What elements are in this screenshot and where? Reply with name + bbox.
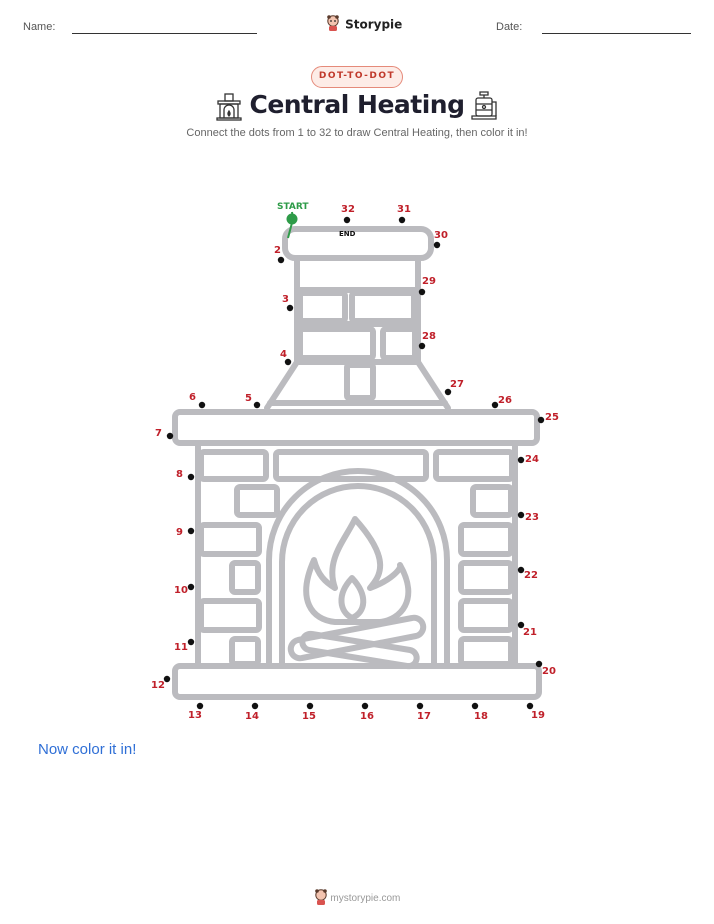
dot-13[interactable] (196, 702, 204, 710)
dot-label-32: 32 (341, 204, 355, 215)
dot-30[interactable] (433, 241, 441, 249)
dot-label-5: 5 (245, 393, 252, 404)
dot-label-2: 2 (274, 245, 281, 256)
page-title: Central Heating (249, 90, 466, 119)
footer-url: mystorypie.com (330, 893, 401, 904)
dot-label-19: 19 (531, 710, 545, 721)
dot-label-12: 12 (151, 680, 165, 691)
dot-label-3: 3 (282, 294, 289, 305)
start-label: START (277, 202, 309, 212)
dot-18[interactable] (471, 702, 479, 710)
dot-21[interactable] (517, 621, 525, 629)
dot-25[interactable] (537, 416, 545, 424)
dot-5[interactable] (253, 401, 261, 409)
dot-28[interactable] (418, 342, 426, 350)
dot-14[interactable] (251, 702, 259, 710)
dot-label-18: 18 (474, 711, 488, 722)
name-label: Name: (23, 21, 56, 33)
dot-label-27: 27 (450, 379, 464, 390)
dot-label-6: 6 (189, 392, 196, 403)
dot-24[interactable] (517, 456, 525, 464)
dot-label-9: 9 (176, 527, 183, 538)
dot-12[interactable] (163, 675, 171, 683)
dot-label-14: 14 (245, 711, 259, 722)
dot-31[interactable] (398, 216, 406, 224)
color-it-prompt: Now color it in! (38, 741, 137, 758)
dot-9[interactable] (187, 527, 195, 535)
boiler-icon-right (470, 90, 498, 126)
dot-20[interactable] (535, 660, 543, 668)
dot-label-17: 17 (417, 711, 431, 722)
end-label: END (339, 230, 356, 238)
date-line[interactable] (542, 33, 691, 34)
dot-16[interactable] (361, 702, 369, 710)
brand-logo: Storypie (326, 14, 402, 32)
dot-label-13: 13 (188, 710, 202, 721)
dot-label-20: 20 (542, 666, 556, 677)
dot-1[interactable] (286, 213, 298, 225)
fireplace-icon-left (216, 93, 242, 125)
dot-2[interactable] (277, 256, 285, 264)
dot-3[interactable] (286, 304, 294, 312)
storypie-mascot-icon (326, 14, 340, 35)
dot-10[interactable] (187, 583, 195, 591)
dot-11[interactable] (187, 638, 195, 646)
dot-4[interactable] (284, 358, 292, 366)
fireplace-outline (172, 226, 542, 700)
name-line[interactable] (72, 33, 257, 34)
date-label: Date: (496, 21, 523, 33)
dot-23[interactable] (517, 511, 525, 519)
dot-6[interactable] (198, 401, 206, 409)
dot-label-21: 21 (523, 627, 537, 638)
brand-name: Storypie (345, 17, 403, 32)
dot-label-15: 15 (302, 711, 316, 722)
dot-7[interactable] (166, 432, 174, 440)
dot-label-7: 7 (155, 428, 162, 439)
dot-label-8: 8 (176, 469, 183, 480)
dot-label-24: 24 (525, 454, 539, 465)
dot-label-22: 22 (524, 570, 538, 581)
dot-29[interactable] (418, 288, 426, 296)
dot-label-23: 23 (525, 512, 539, 523)
dot-label-11: 11 (174, 642, 188, 653)
dot-label-26: 26 (498, 395, 512, 406)
storypie-footer-icon (314, 889, 328, 908)
instructions-text: Connect the dots from 1 to 32 to draw Ce… (186, 127, 528, 139)
dot-label-16: 16 (360, 711, 374, 722)
dot-15[interactable] (306, 702, 314, 710)
dot-to-dot-badge: DOT-TO-DOT (311, 66, 403, 88)
dot-label-29: 29 (422, 276, 436, 287)
dot-label-4: 4 (280, 349, 287, 360)
dot-label-30: 30 (434, 230, 448, 241)
dot-27[interactable] (444, 388, 452, 396)
dot-label-25: 25 (545, 412, 559, 423)
dot-8[interactable] (187, 473, 195, 481)
dot-label-10: 10 (174, 585, 188, 596)
dot-label-31: 31 (397, 204, 411, 215)
dot-32[interactable] (343, 216, 351, 224)
dot-label-28: 28 (422, 331, 436, 342)
dot-19[interactable] (526, 702, 534, 710)
dot-17[interactable] (416, 702, 424, 710)
dot-26[interactable] (491, 401, 499, 409)
dot-22[interactable] (517, 566, 525, 574)
footer-brand: mystorypie.com (0, 889, 714, 908)
